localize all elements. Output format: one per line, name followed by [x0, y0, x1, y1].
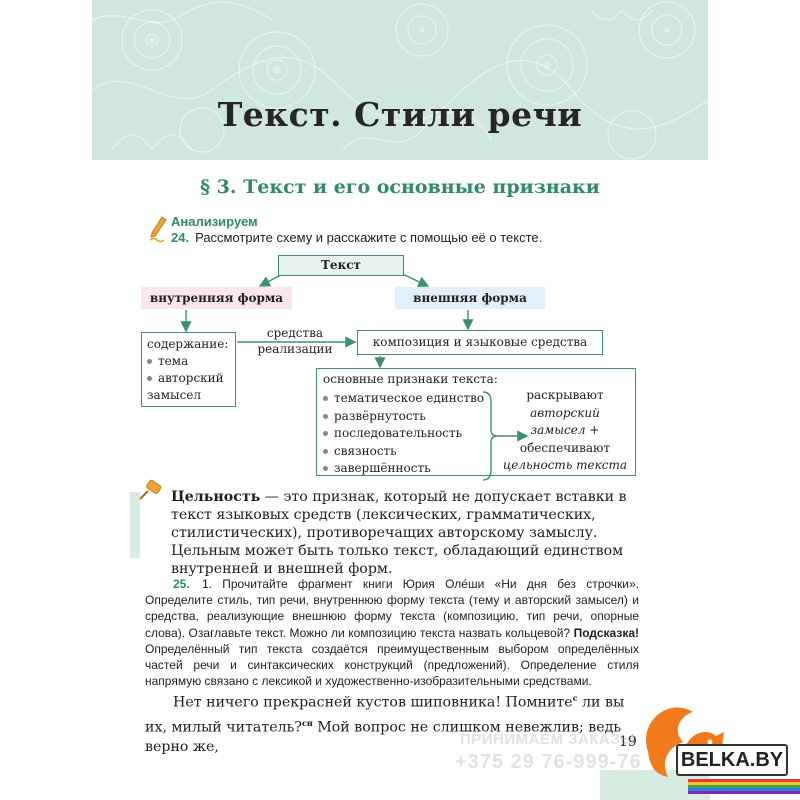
chapter-banner: Текст. Стили речи [92, 0, 708, 160]
content-item: тема [147, 353, 230, 370]
diagram-inner-form: внутренняя форма [141, 287, 292, 309]
content-title: содержание: [147, 337, 229, 351]
result-line: обеспечивают [519, 440, 611, 455]
feature-item: развёрнутость [323, 408, 484, 426]
bullet-icon [323, 396, 328, 401]
bullet-icon [147, 359, 152, 364]
result-line: раскрывают [526, 388, 604, 402]
definition-body: — это признак, который не допускает вста… [171, 489, 627, 577]
logo-stripes [688, 779, 800, 794]
diagram-content-box: содержание: тема авторский замысел [141, 332, 236, 407]
realization-label: средства реализации [257, 326, 333, 356]
definition-term: Цельность [171, 489, 261, 505]
feature-item: последовательность [323, 425, 484, 443]
footnote-mark: с [572, 693, 578, 703]
watermark-line-2: +375 29 76-999-76 [455, 751, 642, 773]
analyze-label: Анализируем [171, 214, 258, 229]
definition-text: Цельность — это признак, который не допу… [171, 488, 641, 578]
diagram-means-box: композиция и языковые средства [357, 330, 603, 355]
features-list: тематическое единство развёрнутость посл… [323, 390, 484, 478]
features-title: основные признаки текста: [323, 372, 498, 386]
result-line: авторский [530, 405, 600, 420]
diagram-root-text: Текст [278, 255, 404, 276]
section-title: § 3. Текст и его основные признаки [200, 176, 600, 198]
diagram-features-box: основные признаки текста: тематическое е… [316, 368, 636, 476]
diagram-outer-form: внешняя форма [395, 287, 545, 309]
result-line: цельность текста [502, 458, 628, 472]
task-24: 24. Рассмотрите схему и расскажите с помо… [171, 230, 542, 245]
book-excerpt: Нет ничего прекрасней кустов шиповника! … [145, 693, 625, 756]
pencil-icon [149, 216, 167, 243]
bullet-icon [323, 431, 328, 436]
definition-bar [130, 492, 140, 558]
task-text: 1. Прочитайте фрагмент книги Юрия Оле́ши… [145, 577, 639, 640]
bullet-icon [323, 448, 328, 454]
content-item: авторский замысел [147, 371, 224, 402]
task-25: 25. 1. Прочитайте фрагмент книги Юрия Ол… [145, 576, 639, 689]
bullet-icon [323, 466, 328, 471]
bullet-icon [323, 413, 328, 419]
task-text-continued: Определённый тип текста создаётся преиму… [145, 641, 639, 689]
page-number: 19 [619, 734, 637, 750]
logo-text: BELKA.BY [676, 744, 788, 776]
chapter-title: Текст. Стили речи [217, 95, 583, 134]
task-text: Рассмотрите схему и расскажите с помощью… [195, 230, 543, 245]
task-number: 24. [171, 230, 190, 245]
feature-item: связность [323, 443, 484, 461]
pin-icon [139, 479, 162, 500]
footnote-mark: сн [301, 717, 313, 728]
hint-label: Подсказка! [573, 625, 639, 640]
result-line: замысел + [530, 423, 600, 437]
features-result: раскрывают авторский замысел + обеспечив… [500, 387, 630, 475]
feature-item: тематическое единство [323, 390, 484, 408]
bullet-icon [147, 376, 152, 381]
feature-item: завершённость [323, 460, 484, 478]
floral-ornament [92, 1, 708, 160]
watermark-line-1: ПРИНИМАЕМ ЗАКАЗЫ [460, 731, 636, 748]
task-number: 25. [173, 577, 190, 591]
